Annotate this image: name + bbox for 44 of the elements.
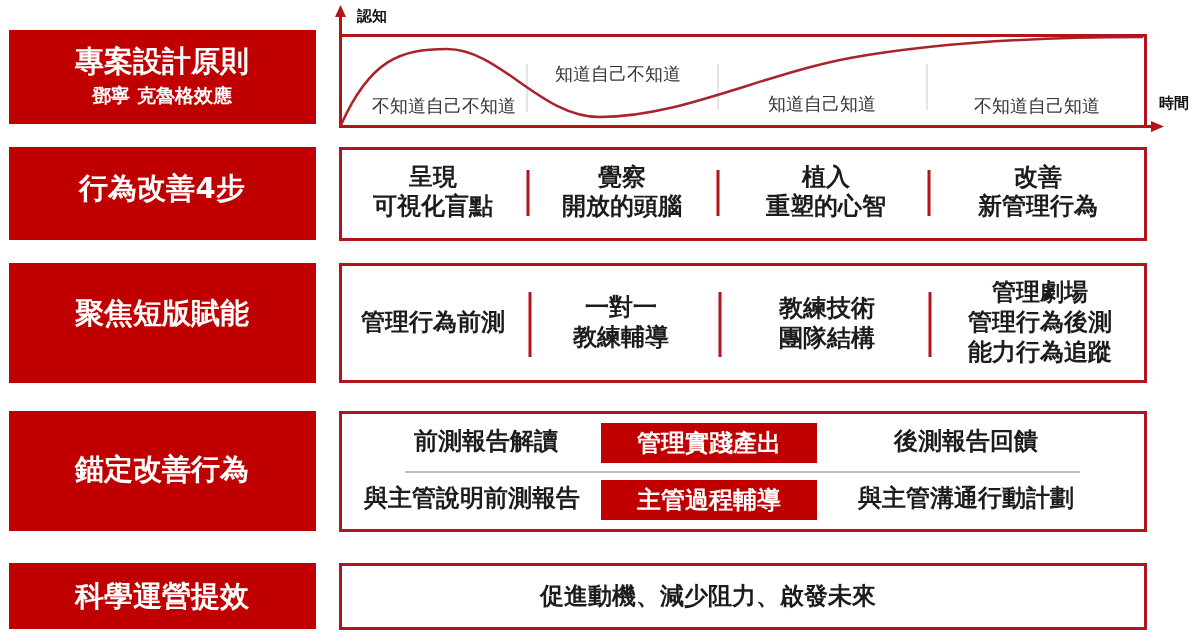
- step-description: 可視化盲點: [373, 193, 493, 221]
- step-description: 新管理行為: [978, 193, 1098, 221]
- step-title: 植入: [802, 164, 850, 192]
- item-text: 前測報告解讀: [414, 428, 558, 456]
- step-description: 開放的頭腦: [562, 193, 682, 221]
- item-text: 管理行為後測: [968, 309, 1112, 337]
- content-panel: [339, 147, 1147, 241]
- category-subtitle: 鄧寧 克魯格效應: [92, 85, 232, 107]
- item-text: 能力行為追蹤: [968, 339, 1112, 367]
- step-description: 重塑的心智: [766, 193, 886, 221]
- axis-label: 認知: [357, 8, 387, 26]
- item-text: 教練技術: [779, 295, 875, 323]
- item-text: 教練輔導: [573, 324, 669, 352]
- step-title: 呈現: [409, 164, 457, 192]
- category-box: [9, 411, 316, 531]
- step-title: 覺察: [598, 164, 646, 192]
- item-text: 團隊結構: [779, 325, 875, 353]
- category-title: 行為改善4步: [79, 172, 245, 206]
- item-text: 後測報告回饋: [894, 428, 1038, 456]
- item-text: 與主管溝通行動計劃: [858, 485, 1074, 513]
- item-text: 管理行為前測: [361, 309, 505, 337]
- category-box: [9, 263, 316, 383]
- category-title: 錨定改善行為: [75, 453, 249, 487]
- content-panel: [339, 563, 1147, 630]
- category-title: 科學運營提效: [75, 580, 249, 614]
- category-title: 聚焦短版賦能: [75, 297, 249, 331]
- stage-label: 不知道自己知道: [974, 95, 1100, 117]
- axis-label: 時間: [1159, 95, 1189, 113]
- highlight-box: 管理實踐產出: [601, 423, 817, 463]
- content-panel: [339, 411, 1147, 532]
- item-text: 一對一: [585, 294, 657, 322]
- step-title: 改善: [1014, 164, 1062, 192]
- content-panel: [339, 263, 1147, 383]
- category-box: [9, 563, 316, 629]
- item-text: 管理劇場: [992, 279, 1088, 307]
- stage-label: 不知道自己不知道: [372, 95, 516, 117]
- stage-label: 知道自己知道: [768, 93, 876, 115]
- category-box: [9, 147, 316, 240]
- highlight-box: 主管過程輔導: [601, 480, 817, 520]
- category-box: [9, 30, 316, 124]
- summary-text: 促進動機、減少阻力、啟發未來: [540, 583, 876, 611]
- stage-label: 知道自己不知道: [555, 63, 681, 85]
- category-title: 專案設計原則: [75, 45, 249, 79]
- item-text: 與主管說明前測報告: [364, 485, 580, 513]
